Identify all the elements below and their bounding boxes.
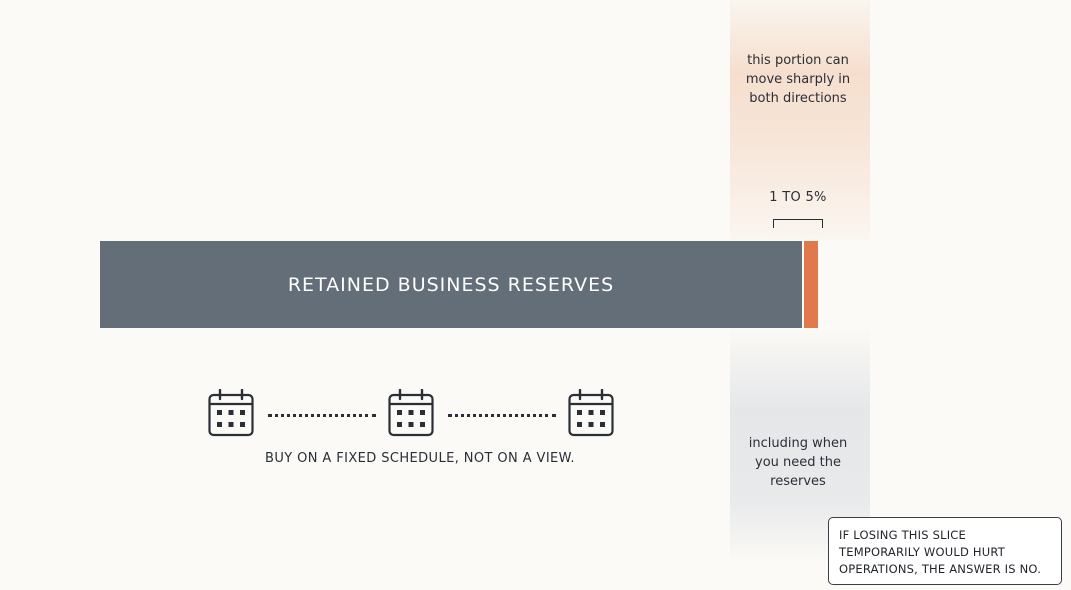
reserves-bar-label: RETAINED BUSINESS RESERVES bbox=[287, 273, 615, 296]
calendar-icon bbox=[568, 389, 614, 437]
decision-callout: IF LOSING THIS SLICE TEMPORARILY WOULD H… bbox=[828, 517, 1062, 585]
volatility-note-line: both directions bbox=[749, 91, 847, 106]
callout-line: OPERATIONS, THE ANSWER IS NO. bbox=[839, 562, 1042, 576]
volatility-note: this portion can move sharply in both di… bbox=[728, 51, 868, 108]
volatility-note-line: move sharply in bbox=[745, 72, 851, 87]
reserves-need-note-line: reserves bbox=[770, 474, 826, 489]
reserves-need-note: including when you need the reserves bbox=[728, 434, 868, 491]
calendar-icon bbox=[388, 389, 434, 437]
callout-line: IF LOSING THIS SLICE bbox=[839, 528, 966, 542]
volatility-note-line: this portion can bbox=[747, 53, 849, 68]
calendar-icon bbox=[208, 389, 254, 437]
reserves-need-note-line: including when bbox=[748, 436, 848, 451]
schedule-caption: BUY ON A FIXED SCHEDULE, NOT ON A VIEW. bbox=[265, 451, 575, 466]
reserves-bar: RETAINED BUSINESS RESERVES bbox=[100, 241, 802, 328]
slice-percent-label: 1 TO 5% bbox=[769, 190, 827, 205]
dotted-connector bbox=[268, 414, 376, 420]
callout-line: TEMPORARILY WOULD HURT bbox=[839, 545, 1005, 559]
risky-slice bbox=[804, 241, 818, 328]
dotted-connector bbox=[448, 414, 556, 420]
slice-bracket bbox=[773, 219, 823, 228]
volatile-column-highlight bbox=[730, 0, 870, 240]
reserves-need-note-line: you need the bbox=[755, 455, 841, 470]
purchase-schedule bbox=[208, 389, 618, 439]
